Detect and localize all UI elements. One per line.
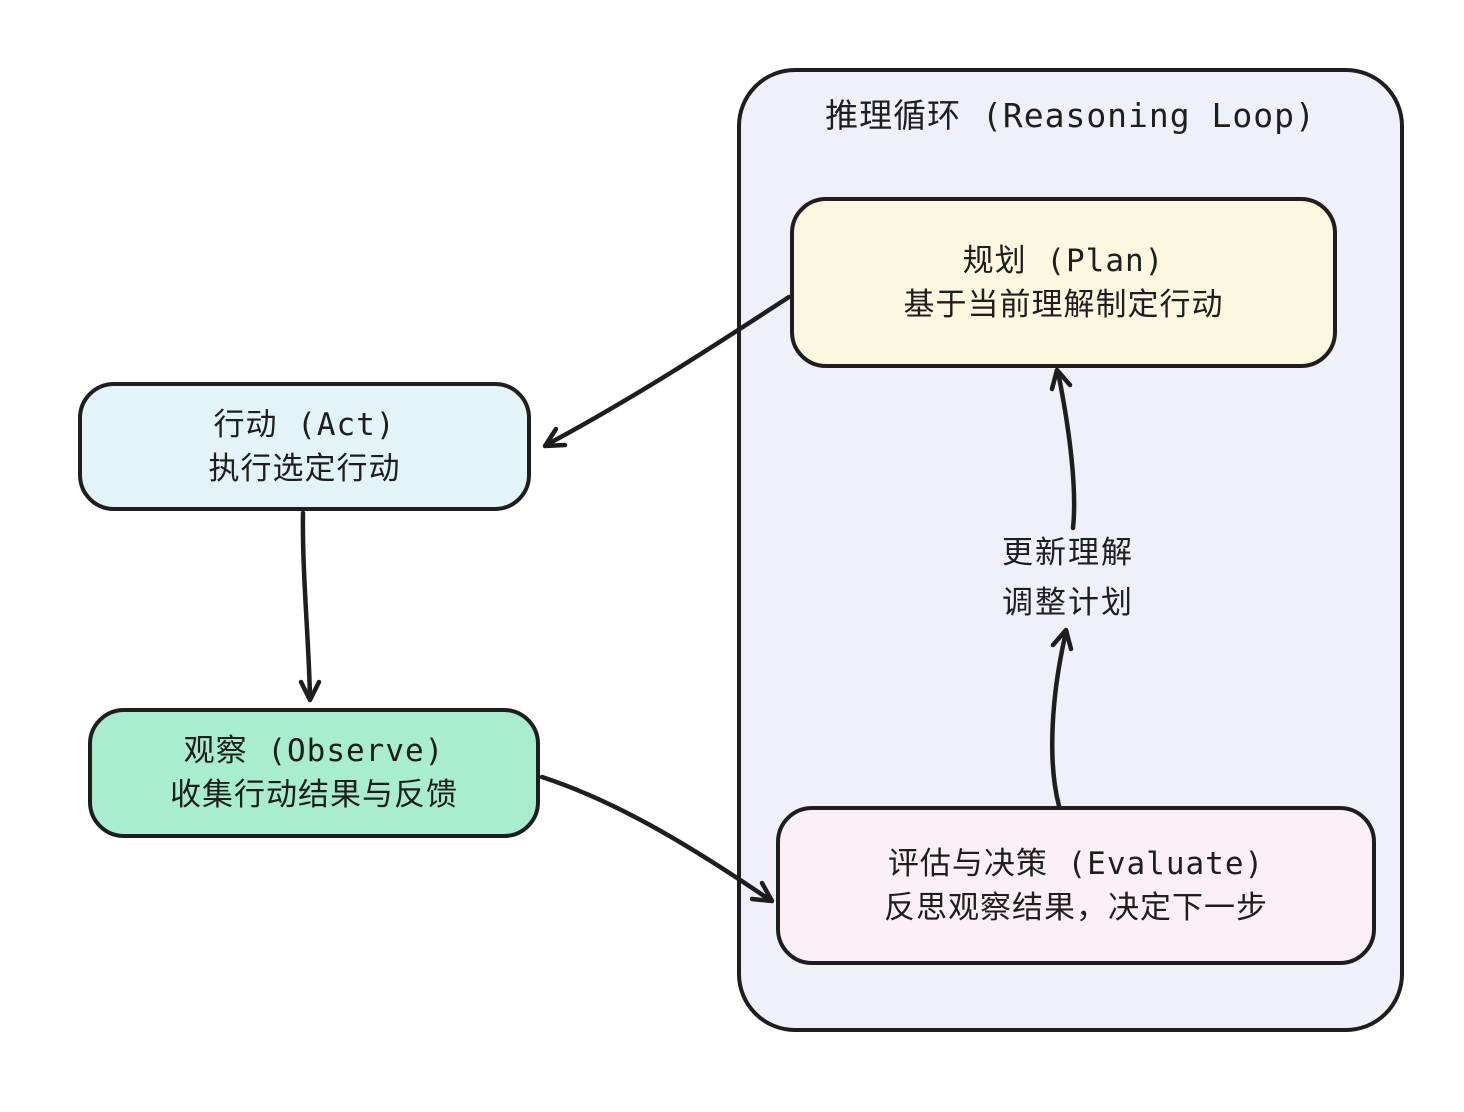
loop-back-label-line1: 更新理解: [1002, 535, 1134, 571]
node-act-subtitle: 执行选定行动: [208, 450, 401, 487]
arrow-act-to-observe: [298, 510, 322, 703]
node-evaluate: 评估与决策 (Evaluate) 反思观察结果，决定下一步: [776, 806, 1376, 965]
node-evaluate-subtitle: 反思观察结果，决定下一步: [884, 889, 1268, 926]
node-evaluate-title: 评估与决策 (Evaluate): [887, 845, 1265, 882]
loop-back-label-line2: 调整计划: [1002, 585, 1134, 621]
node-observe-title: 观察 (Observe): [183, 733, 445, 769]
node-plan: 规划 (Plan) 基于当前理解制定行动: [790, 197, 1337, 368]
loop-back-label: 更新理解 调整计划: [918, 528, 1218, 628]
reasoning-loop-title: 推理循环 (Reasoning Loop): [825, 96, 1316, 135]
node-plan-title: 规划 (Plan): [962, 242, 1165, 279]
node-observe-subtitle: 收集行动结果与反馈: [170, 777, 458, 813]
node-act-title: 行动 (Act): [213, 406, 396, 443]
node-act: 行动 (Act) 执行选定行动: [78, 382, 531, 511]
node-observe: 观察 (Observe) 收集行动结果与反馈: [88, 708, 540, 838]
node-plan-subtitle: 基于当前理解制定行动: [903, 286, 1224, 323]
